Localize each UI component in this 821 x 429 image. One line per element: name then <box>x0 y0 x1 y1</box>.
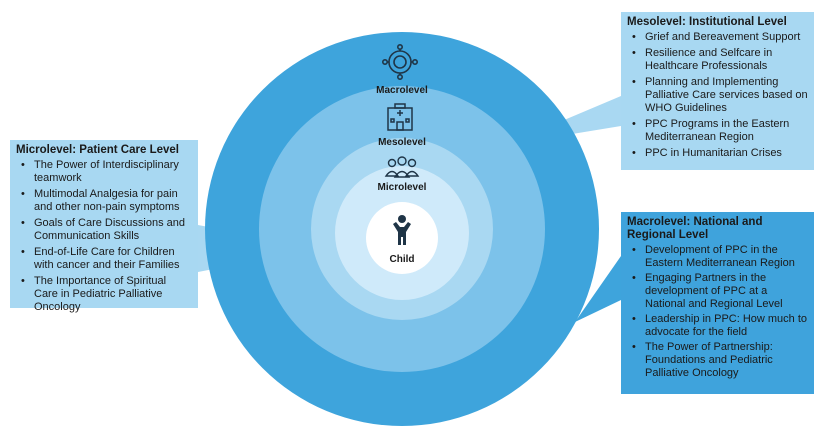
list-item: The Power of Interdisciplinary teamwork <box>21 159 192 185</box>
healthcare-team-icon <box>384 156 420 178</box>
list-item: Grief and Bereavement Support <box>632 31 808 44</box>
mesolevel-box-title: Mesolevel: Institutional Level <box>627 16 787 28</box>
list-item: Multimodal Analgesia for pain and other … <box>21 188 192 214</box>
list-item: Development of PPC in the Eastern Medite… <box>632 244 808 270</box>
list-item: PPC in Humanitarian Crises <box>632 147 808 160</box>
list-item: Planning and Implementing Palliative Car… <box>632 76 808 115</box>
macrolevel-list: Development of PPC in the Eastern Medite… <box>627 244 808 380</box>
mesolevel-info-box: Mesolevel: Institutional Level Grief and… <box>621 12 814 170</box>
child-figure-icon <box>393 215 411 245</box>
list-item: Resilience and Selfcare in Healthcare Pr… <box>632 47 808 73</box>
macrolevel-info-box: Macrolevel: National and Regional Level … <box>621 212 814 394</box>
list-item: Leadership in PPC: How much to advocate … <box>632 313 808 339</box>
macro-connector <box>575 256 621 322</box>
macrolevel-box-title: Macrolevel: National and Regional Level <box>627 216 763 241</box>
list-item: The Power of Partnership: Foundations an… <box>632 341 808 380</box>
child-label: Child <box>390 254 415 265</box>
microlevel-box-title: Microlevel: Patient Care Level <box>16 144 179 156</box>
hospital-building-icon <box>387 103 413 131</box>
macrolevel-label: Macrolevel <box>376 85 428 96</box>
list-item: PPC Programs in the Eastern Mediterranea… <box>632 118 808 144</box>
child-circle <box>366 202 438 274</box>
mesolevel-label: Mesolevel <box>378 137 426 148</box>
network-hub-icon <box>381 43 418 81</box>
mesolevel-list: Grief and Bereavement Support Resilience… <box>627 31 808 160</box>
list-item: Goals of Care Discussions and Communicat… <box>21 217 192 243</box>
microlevel-list: The Power of Interdisciplinary teamwork … <box>16 159 192 314</box>
microlevel-label: Microlevel <box>378 182 427 193</box>
microlevel-info-box: Microlevel: Patient Care Level The Power… <box>10 140 198 313</box>
list-item: Engaging Partners in the development of … <box>632 272 808 311</box>
list-item: The Importance of Spiritual Care in Pedi… <box>21 275 192 314</box>
list-item: End-of-Life Care for Children with cance… <box>21 246 192 272</box>
